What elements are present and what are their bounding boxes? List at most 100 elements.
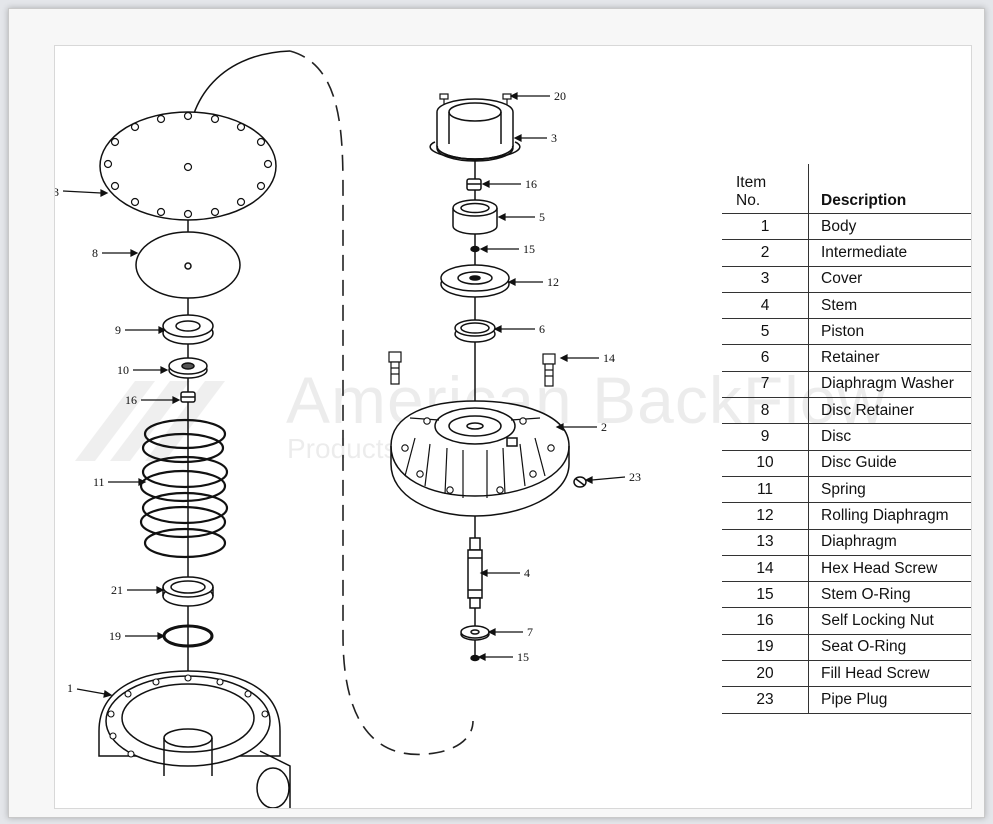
item-no: 20 xyxy=(722,660,809,688)
callout-right-2: 2 xyxy=(601,420,607,434)
callout-left-11: 11 xyxy=(93,475,105,489)
item-no: 23 xyxy=(722,686,809,714)
part-cover-left xyxy=(99,111,277,221)
exploded-view-diagram: 3 8 9 10 16 11 21 19 1 20 3 16 5 15 12 6… xyxy=(55,50,641,808)
item-description: Disc Guide xyxy=(808,450,971,477)
item-description: Retainer xyxy=(808,344,971,372)
item-description: Fill Head Screw xyxy=(808,660,971,688)
callout-left-3: 3 xyxy=(55,185,59,199)
part-cover-right xyxy=(429,98,521,162)
part-disc xyxy=(162,314,214,345)
item-description: Disc xyxy=(808,423,971,451)
item-no: 14 xyxy=(722,555,809,583)
part-intermediate xyxy=(390,400,570,517)
header-description: Description xyxy=(808,164,971,214)
callout-left-10: 10 xyxy=(117,363,129,377)
item-no: 12 xyxy=(722,502,809,530)
item-no: 5 xyxy=(722,318,809,346)
callout-right-20: 20 xyxy=(554,89,566,103)
item-no: 13 xyxy=(722,529,809,556)
parts-sheet: American BackFlow Products xyxy=(54,45,972,809)
part-seat xyxy=(162,576,214,607)
item-no: 9 xyxy=(722,423,809,451)
part-pipe-plug xyxy=(573,476,587,488)
part-disc-guide xyxy=(168,357,208,379)
item-no: 1 xyxy=(722,212,809,241)
item-description: Pipe Plug xyxy=(808,686,971,714)
part-diaphragm-washer xyxy=(460,625,490,641)
callout-right-4: 4 xyxy=(524,566,530,580)
callout-left-9: 9 xyxy=(115,323,121,337)
callout-left-21: 21 xyxy=(111,583,123,597)
part-stem xyxy=(467,537,483,609)
item-no: 11 xyxy=(722,476,809,504)
callout-left-16: 16 xyxy=(125,393,137,407)
item-description: Spring xyxy=(808,476,971,504)
part-rolling-diaphragm xyxy=(440,264,510,298)
item-description: Stem xyxy=(808,292,971,320)
callout-right-15b: 15 xyxy=(517,650,529,664)
item-no: 2 xyxy=(722,239,809,267)
callout-right-5: 5 xyxy=(539,210,545,224)
callout-labels: 3 8 9 10 16 11 21 19 1 20 3 16 5 15 12 6… xyxy=(55,89,641,695)
part-piston xyxy=(452,199,498,235)
item-description: Rolling Diaphragm xyxy=(808,502,971,530)
item-no: 7 xyxy=(722,371,809,399)
item-no: 10 xyxy=(722,450,809,477)
part-spring xyxy=(139,418,229,559)
item-no: 4 xyxy=(722,292,809,320)
item-description: Body xyxy=(808,212,971,241)
item-description: Intermediate xyxy=(808,239,971,267)
callout-right-6: 6 xyxy=(539,322,545,336)
callout-right-3: 3 xyxy=(551,131,557,145)
part-retainer xyxy=(454,319,496,343)
item-description: Disc Retainer xyxy=(808,397,971,425)
callout-left-1: 1 xyxy=(67,681,73,695)
callout-left-8: 8 xyxy=(92,246,98,260)
part-stem-o-ring-upper xyxy=(470,245,480,253)
callout-right-23: 23 xyxy=(629,470,641,484)
page-frame: American BackFlow Products xyxy=(8,8,985,818)
callout-right-16: 16 xyxy=(525,177,537,191)
callout-right-12: 12 xyxy=(547,275,559,289)
item-no: 19 xyxy=(722,634,809,662)
item-no: 6 xyxy=(722,344,809,372)
part-self-locking-nut-right xyxy=(466,178,482,191)
callout-right-7: 7 xyxy=(527,625,533,639)
callout-right-15: 15 xyxy=(523,242,535,256)
item-description: Hex Head Screw xyxy=(808,555,971,583)
callout-left-19: 19 xyxy=(109,629,121,643)
item-description: Stem O-Ring xyxy=(808,581,971,609)
item-description: Self Locking Nut xyxy=(808,607,971,635)
part-hex-head-screws xyxy=(388,351,556,387)
part-stem-o-ring-lower xyxy=(470,654,480,662)
item-no: 8 xyxy=(722,397,809,425)
item-description: Seat O-Ring xyxy=(808,634,971,662)
item-description: Piston xyxy=(808,318,971,346)
callout-right-14: 14 xyxy=(603,351,615,365)
item-description: Diaphragm xyxy=(808,529,971,556)
item-no: 3 xyxy=(722,266,809,293)
item-no: 16 xyxy=(722,607,809,635)
part-self-locking-nut-left xyxy=(180,391,196,403)
item-no: 15 xyxy=(722,581,809,609)
